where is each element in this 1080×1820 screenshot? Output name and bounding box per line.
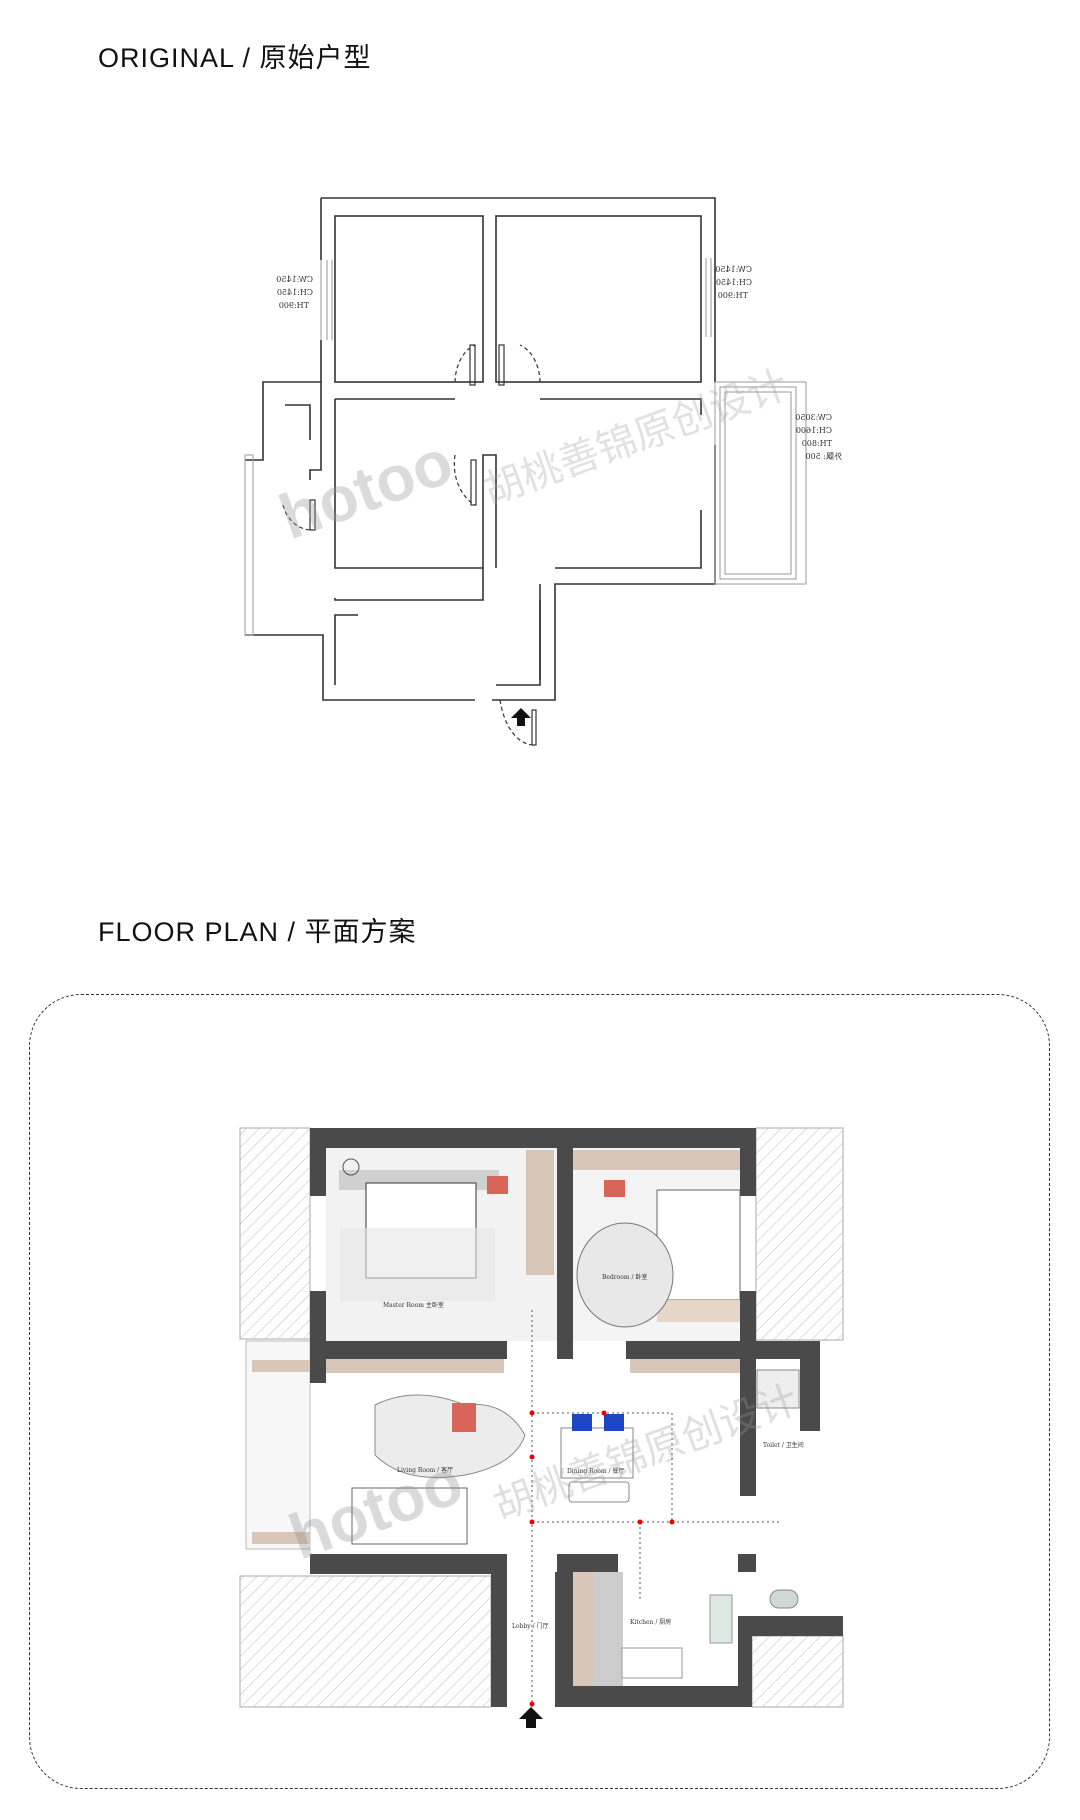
red-stool	[604, 1180, 625, 1197]
living-rug	[374, 1394, 526, 1478]
round-rug	[576, 1222, 674, 1328]
watermark-floor-plan: hotoo 胡桃善锦原创设计	[280, 1378, 804, 1573]
room-label-kitchen: Kitchen / 厨房	[630, 1618, 671, 1626]
kitchen-counter	[593, 1572, 623, 1686]
red-points	[529, 1410, 675, 1707]
window-label-right-th: TH:900	[718, 291, 748, 300]
exterior-hatch	[239, 1127, 844, 1708]
wardrobe	[526, 1150, 554, 1275]
window-label-left-cw: CW:1450	[276, 275, 313, 284]
floor-plan-frame	[29, 994, 1050, 1789]
room-label-master: Master Room 主卧室	[383, 1301, 444, 1309]
washer	[769, 1589, 799, 1609]
original-entry-arrow-icon	[511, 708, 531, 726]
original-window-labels: CW:1450 CH:1450 TH:900 CW:1450 CH:1450 T…	[276, 265, 842, 461]
kitchen-cabinet	[573, 1572, 593, 1686]
watermark-text: 胡桃善锦原创设计	[488, 1378, 804, 1529]
corridor-cabinet	[326, 1359, 504, 1373]
bedroom-desk	[657, 1300, 740, 1322]
sofa	[351, 1487, 468, 1545]
window-label-right-ch: CH:1450	[716, 278, 752, 287]
floor-plan-entry-arrow-icon	[519, 1707, 543, 1728]
balcony-label-cw: CW:3050	[795, 413, 832, 422]
walls	[310, 1128, 843, 1707]
sink	[709, 1594, 733, 1644]
room-label-lobby: Lobby / 门厅	[512, 1622, 549, 1630]
window-label-left-ch: CH:1450	[277, 288, 313, 297]
balcony-label-ch: CH:1600	[796, 426, 832, 435]
balcony-label-bay: 外飘: 500	[805, 451, 842, 461]
window-label-left-th: TH:900	[279, 301, 309, 310]
toilet-fixture	[756, 1369, 800, 1409]
balcony-cabinet	[252, 1360, 310, 1372]
room-label-bedroom: Bedroom / 卧室	[602, 1273, 647, 1281]
rug	[340, 1228, 495, 1301]
room-label-toilet: Toilet / 卫生间	[763, 1441, 804, 1449]
section-title-original: ORIGINAL / 原始户型	[98, 43, 372, 73]
blue-chair	[604, 1414, 624, 1431]
bench	[568, 1481, 630, 1503]
dining-table	[560, 1427, 634, 1479]
window-label-right-cw: CW:1450	[715, 265, 752, 274]
section-title-floor-plan: FLOOR PLAN / 平面方案	[98, 917, 417, 947]
balcony-cabinet	[252, 1532, 310, 1544]
balcony-label-th: TH:800	[802, 439, 832, 448]
original-floor-plan: CW:1450 CH:1450 TH:900 CW:1450 CH:1450 T…	[244, 197, 842, 746]
original-door-leaves	[309, 344, 537, 746]
room-label-dining: Dining Room / 餐厅	[567, 1467, 624, 1475]
corridor-cabinet	[630, 1359, 740, 1373]
room-label-living: Living Room / 客厅	[397, 1466, 453, 1474]
red-stool	[487, 1176, 508, 1194]
red-ottoman	[452, 1403, 476, 1432]
bedroom-wardrobe	[573, 1150, 740, 1170]
original-windows	[244, 258, 807, 636]
lamp-icon	[342, 1158, 360, 1176]
original-walls	[245, 197, 716, 701]
balcony	[245, 1340, 311, 1550]
stove	[621, 1647, 683, 1679]
blue-chair	[572, 1414, 592, 1431]
